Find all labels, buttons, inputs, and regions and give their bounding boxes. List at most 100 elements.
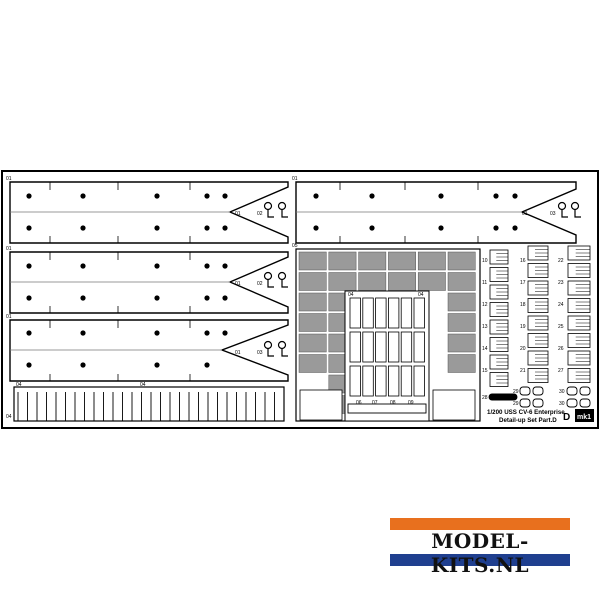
grid-cell	[447, 313, 476, 332]
brand-mark-box	[575, 409, 594, 422]
ladder-number: 21	[520, 368, 526, 374]
rack-slot	[375, 331, 387, 363]
part-label-08: 08	[390, 400, 396, 406]
grid-cell	[298, 292, 327, 312]
part-label-01h: 01	[522, 211, 528, 217]
rack-slot	[349, 297, 361, 329]
deck-strip-1	[9, 181, 289, 244]
rack-slot	[400, 365, 413, 397]
ladder-number: 18	[520, 302, 526, 308]
grid-cell	[358, 251, 387, 271]
part-label-04a: 04	[16, 382, 22, 388]
brand-mark: mk1	[577, 414, 591, 421]
ladder-number: 15	[482, 368, 488, 374]
part-label-29a: 29	[513, 389, 519, 395]
comb-strip	[13, 386, 285, 422]
part-label-07: 07	[372, 400, 378, 406]
part-label-01g: 01	[292, 176, 298, 182]
rack-slot	[362, 331, 374, 363]
part-label-02b: 02	[257, 281, 263, 287]
rack-slot	[362, 365, 374, 397]
part-label-04d: 04	[348, 292, 354, 298]
ladder-number: 27	[558, 368, 564, 374]
part-label-09: 09	[408, 400, 414, 406]
part-label-01f: 01	[235, 350, 241, 356]
grid-cell	[298, 354, 327, 373]
rack-slot	[349, 331, 361, 363]
part-label-01d: 01	[235, 281, 241, 287]
part-label-04e: 04	[418, 292, 424, 298]
rack-slot	[413, 365, 425, 397]
ladder-number: 23	[558, 280, 564, 286]
deck-strip-2	[9, 251, 289, 314]
grid-cell	[447, 251, 476, 271]
ladder-number: 20	[520, 346, 526, 352]
logo-flag-blue	[390, 554, 570, 566]
grid-cell	[298, 313, 327, 332]
model-kits-logo[interactable]: MODEL-KITS.NL	[390, 518, 570, 577]
part-label-04b: 04	[140, 382, 146, 388]
part-label-05: 05	[292, 243, 298, 249]
ladder-number: 14	[482, 346, 488, 352]
rack-slot	[362, 297, 374, 329]
part-label-29b: 29	[513, 401, 519, 407]
logo-flag-red	[390, 518, 570, 530]
ladder-number: 19	[520, 324, 526, 330]
rack-slot	[349, 365, 361, 397]
part-label-30b: 30	[559, 401, 565, 407]
rack-slot	[387, 331, 400, 363]
grid-cell	[447, 354, 476, 373]
part-label-03b: 03	[550, 211, 556, 217]
rack-slot	[375, 297, 387, 329]
set-letter: D	[563, 412, 570, 423]
rack-slot	[413, 331, 425, 363]
rack-slot	[387, 297, 400, 329]
part-label-28: 28	[482, 395, 488, 401]
deck-strip-4	[295, 181, 577, 244]
ladder-number: 12	[482, 302, 488, 308]
ladder-number: 16	[520, 258, 526, 264]
grid-cell	[417, 251, 446, 271]
part-label-03a: 03	[257, 350, 263, 356]
sheet-title-line2: Detail-up Set Part.D	[499, 417, 557, 424]
part-label-02a: 02	[257, 211, 263, 217]
ladder-number: 13	[482, 324, 488, 330]
ladder-number: 26	[558, 346, 564, 352]
grid-cell	[328, 272, 357, 291]
ladder-number: 24	[558, 302, 564, 308]
part-label-06: 06	[356, 400, 362, 406]
grid-cell	[358, 272, 387, 291]
grid-cell	[447, 272, 476, 291]
grid-cell	[388, 272, 416, 291]
strip-ticks	[49, 182, 479, 381]
ladder-number: 25	[558, 324, 564, 330]
logo-flag-white	[390, 530, 570, 554]
part-label-04c: 04	[6, 414, 12, 420]
ladders	[489, 245, 591, 387]
sheet-title-line1: 1/200 USS CV-6 Enterprise	[487, 409, 565, 416]
grid-cell	[298, 251, 327, 271]
ladder-number: 10	[482, 258, 488, 264]
rack-slot	[387, 365, 400, 397]
ladder-number: 22	[558, 258, 564, 264]
strip-holes	[26, 193, 518, 368]
part-label-01e: 01	[6, 314, 12, 320]
part-label-01b: 01	[235, 211, 241, 217]
grid-cell	[388, 251, 416, 271]
grid-cell	[447, 333, 476, 353]
rack-slot	[400, 331, 413, 363]
part-label-01a: 01	[6, 176, 12, 182]
deck-strip-3	[9, 319, 289, 382]
small-fittings	[347, 386, 591, 414]
ladder-number: 17	[520, 280, 526, 286]
grid-panel	[295, 248, 481, 422]
grid-cell	[328, 251, 357, 271]
grid-cell	[298, 333, 327, 353]
hook-parts	[263, 201, 581, 357]
grid-cell	[447, 292, 476, 312]
rack-slot	[400, 297, 413, 329]
part-label-01c: 01	[6, 246, 12, 252]
ladder-number: 11	[482, 280, 487, 286]
rack-slot	[413, 297, 425, 329]
